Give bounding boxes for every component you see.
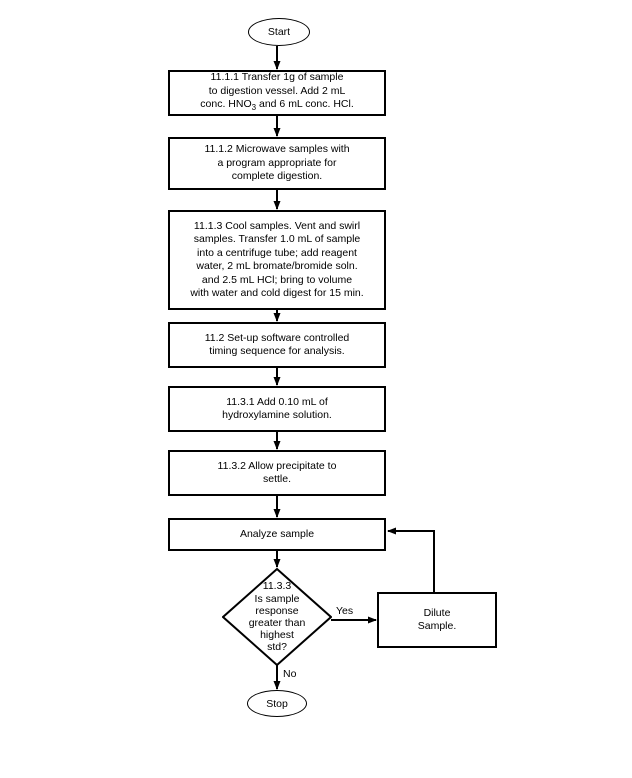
node-stop-label: Stop bbox=[266, 697, 288, 710]
node-step-11-3-2-label: 11.3.2 Allow precipitate to settle. bbox=[217, 459, 337, 486]
node-step-11-1-3[interactable]: 11.1.3 Cool samples. Vent and swirl samp… bbox=[168, 210, 386, 310]
node-step-11-3-1-label: 11.3.1 Add 0.10 mL of hydroxylamine solu… bbox=[222, 395, 332, 422]
node-stop[interactable]: Stop bbox=[247, 690, 307, 717]
node-dilute-sample-label: Dilute Sample. bbox=[417, 606, 457, 633]
node-step-11-2[interactable]: 11.2 Set-up software controlled timing s… bbox=[168, 322, 386, 368]
edge-label-no: No bbox=[283, 668, 297, 680]
node-analyze-sample[interactable]: Analyze sample bbox=[168, 518, 386, 551]
node-decision-11-3-3-label: 11.3.3 Is sample response greater than h… bbox=[248, 580, 306, 654]
edge-label-yes: Yes bbox=[336, 605, 354, 617]
node-step-11-1-2-label: 11.1.2 Microwave samples with a program … bbox=[204, 143, 350, 183]
connector-dilute-to-analyze-feedback bbox=[387, 527, 435, 592]
node-decision-11-3-3[interactable]: 11.3.3 Is sample response greater than h… bbox=[222, 568, 332, 666]
node-step-11-1-2[interactable]: 11.1.2 Microwave samples with a program … bbox=[168, 137, 386, 190]
node-step-11-1-3-label: 11.1.3 Cool samples. Vent and swirl samp… bbox=[190, 219, 364, 300]
node-step-11-3-2[interactable]: 11.3.2 Allow precipitate to settle. bbox=[168, 450, 386, 496]
node-step-11-2-label: 11.2 Set-up software controlled timing s… bbox=[204, 331, 350, 358]
node-start[interactable]: Start bbox=[248, 18, 310, 46]
node-dilute-sample[interactable]: Dilute Sample. bbox=[377, 592, 497, 648]
node-start-label: Start bbox=[267, 26, 291, 38]
decision-diamond-shape bbox=[222, 568, 332, 666]
node-analyze-sample-label: Analyze sample bbox=[239, 527, 315, 540]
node-step-11-3-1[interactable]: 11.3.1 Add 0.10 mL of hydroxylamine solu… bbox=[168, 386, 386, 432]
